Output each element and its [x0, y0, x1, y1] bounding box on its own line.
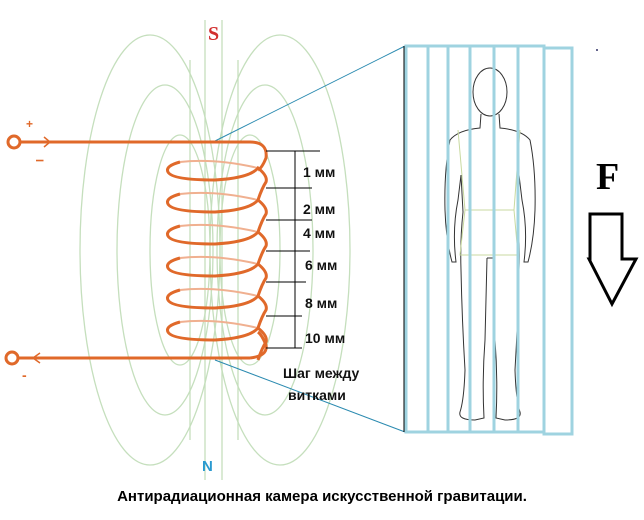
- coil-loop: [166, 288, 268, 329]
- pitch-label-1: 1 мм: [303, 164, 335, 180]
- pole-n-label: N: [202, 458, 213, 475]
- pitch-label-2: 2 мм: [303, 201, 335, 217]
- pitch-scale: [266, 150, 320, 349]
- coil-loop-back: [179, 319, 259, 329]
- human-torso-outline: [457, 129, 521, 256]
- coil-loop-back: [179, 191, 259, 201]
- pitch-label-3: 4 мм: [303, 225, 335, 241]
- force-arrow-down-icon: [586, 212, 639, 308]
- coil-loop: [166, 256, 268, 297]
- coil-loop-back: [179, 255, 259, 265]
- coil-loop: [166, 224, 268, 265]
- projection-line-top: [214, 45, 406, 142]
- field-lines: [79, 20, 351, 480]
- coil-loop: [166, 192, 268, 233]
- gravity-chamber-cage: [404, 44, 574, 436]
- coil-loop: [166, 320, 268, 361]
- pitch-label-5: 8 мм: [305, 295, 337, 311]
- pitch-label-6: 10 мм: [305, 330, 345, 346]
- terminal-minus-icon: [4, 350, 20, 366]
- projection-line-bottom: [214, 359, 406, 433]
- coil: [4, 134, 268, 366]
- dot-mark: [596, 49, 598, 51]
- coil-loop-back: [179, 223, 259, 233]
- terminal-plus-label: +: [26, 117, 33, 131]
- force-label: F: [596, 156, 619, 198]
- pitch-title-line2: витками: [288, 387, 346, 403]
- coil-loop: [166, 160, 268, 201]
- diagram-caption: Антирадиационная камера искусственной гр…: [117, 488, 527, 505]
- coil-loop-back: [179, 287, 259, 297]
- terminal-plus-icon: [6, 134, 22, 150]
- current-label: I: [33, 159, 45, 162]
- coil-loop-back: [179, 159, 259, 169]
- pitch-title-line1: Шаг между: [283, 365, 360, 381]
- pole-s-label: S: [208, 23, 219, 45]
- human-figure-icon: [444, 67, 536, 421]
- terminal-minus-label: -: [22, 367, 27, 383]
- pitch-label-4: 6 мм: [305, 257, 337, 273]
